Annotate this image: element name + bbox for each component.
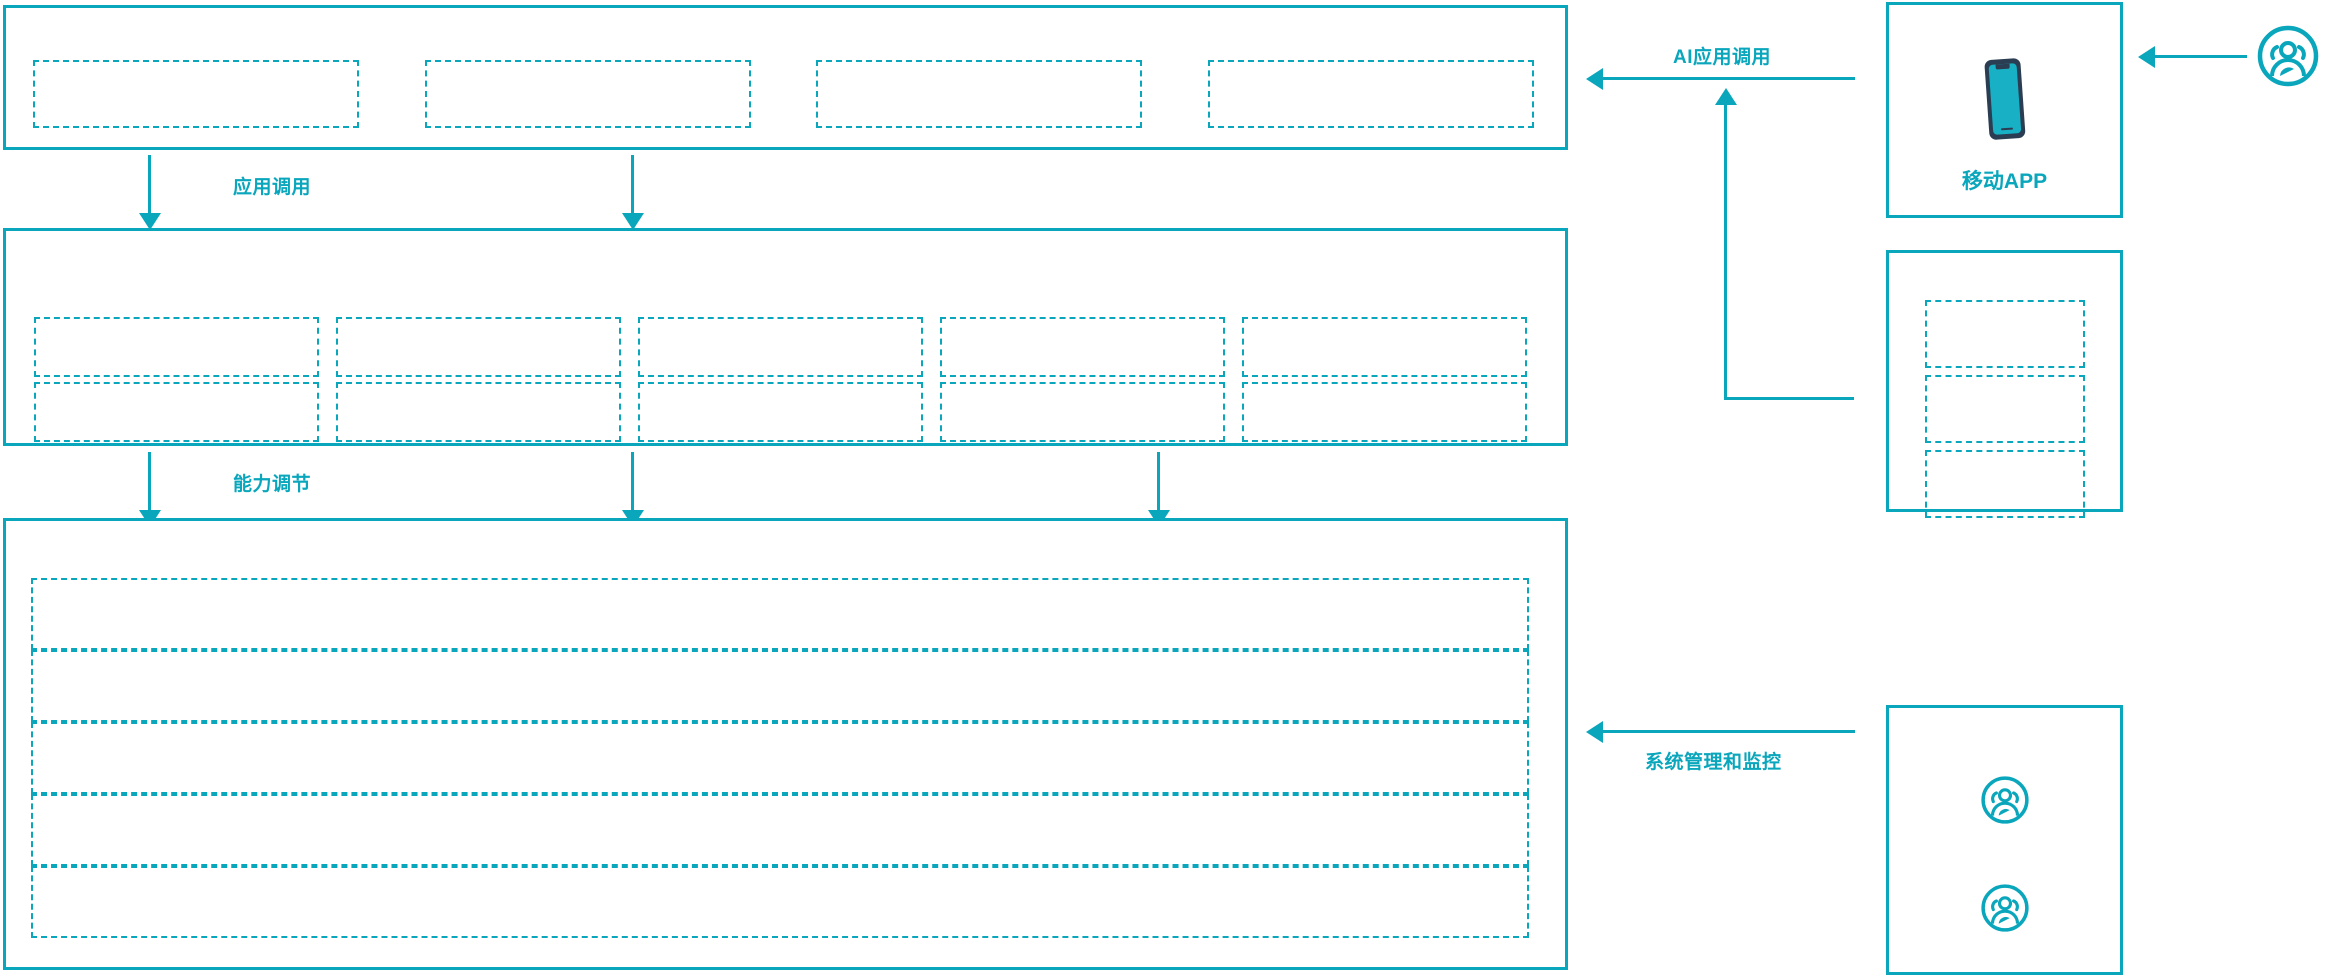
infrastructure-bar-2[interactable] <box>31 650 1529 722</box>
app-call-arrow-1-head <box>139 213 161 230</box>
ai-app-call-head <box>1586 68 1603 90</box>
application-box-2[interactable] <box>425 60 751 128</box>
infrastructure-bar-1[interactable] <box>31 578 1529 650</box>
capability-box-r1c2[interactable] <box>336 317 621 377</box>
capability-adjust-arrow-1-shaft <box>148 452 151 512</box>
capability-box-r1c5[interactable] <box>1242 317 1527 377</box>
app-call-arrow-2-head <box>622 213 644 230</box>
capability-adjust-label: 能力调节 <box>233 474 312 495</box>
application-box-1[interactable] <box>33 60 359 128</box>
mobile-app-caption: 移动APP <box>1961 170 2048 193</box>
module-box-2[interactable] <box>1925 375 2085 443</box>
infrastructure-bar-5[interactable] <box>31 866 1529 938</box>
infrastructure-layer-panel <box>3 518 1568 970</box>
app-call-label: 应用调用 <box>233 177 312 198</box>
capability-adjust-arrow-2-shaft <box>631 452 634 512</box>
capability-box-r1c3[interactable] <box>638 317 923 377</box>
capability-box-r1c1[interactable] <box>34 317 319 377</box>
infrastructure-bar-4[interactable] <box>31 794 1529 866</box>
capability-box-r2c2[interactable] <box>336 382 621 442</box>
users-card[interactable] <box>1886 705 2123 975</box>
module-box-1[interactable] <box>1925 300 2085 368</box>
system-manage-label: 系统管理和监控 <box>1645 752 1782 773</box>
user-group-icon <box>1980 775 2030 825</box>
application-box-3[interactable] <box>816 60 1142 128</box>
mobile-phone-icon <box>1977 55 2033 145</box>
system-manage-head <box>1586 721 1603 743</box>
external-user-shaft <box>2152 55 2247 58</box>
app-call-arrow-1-shaft <box>148 155 151 215</box>
capability-layer-panel <box>3 228 1568 446</box>
ai-app-call-shaft <box>1600 77 1855 80</box>
capability-box-r2c3[interactable] <box>638 382 923 442</box>
capability-box-r2c5[interactable] <box>1242 382 1527 442</box>
module-box-3[interactable] <box>1925 450 2085 518</box>
capability-box-r2c4[interactable] <box>940 382 1225 442</box>
modules-to-ai-connector <box>1724 397 1854 400</box>
user-group-icon <box>2256 24 2320 88</box>
system-manage-shaft <box>1600 730 1855 733</box>
capability-box-r1c4[interactable] <box>940 317 1225 377</box>
application-layer-panel <box>3 5 1568 150</box>
user-group-icon <box>1980 883 2030 933</box>
capability-box-r2c1[interactable] <box>34 382 319 442</box>
infrastructure-bar-3[interactable] <box>31 722 1529 794</box>
capability-adjust-arrow-3-shaft <box>1157 452 1160 512</box>
external-user-head <box>2138 46 2155 68</box>
application-box-4[interactable] <box>1208 60 1534 128</box>
modules-to-ai-riser-head <box>1715 88 1737 105</box>
app-call-arrow-2-shaft <box>631 155 634 215</box>
ai-app-call-label: AI应用调用 <box>1673 47 1772 68</box>
modules-to-ai-riser-shaft <box>1724 103 1727 400</box>
